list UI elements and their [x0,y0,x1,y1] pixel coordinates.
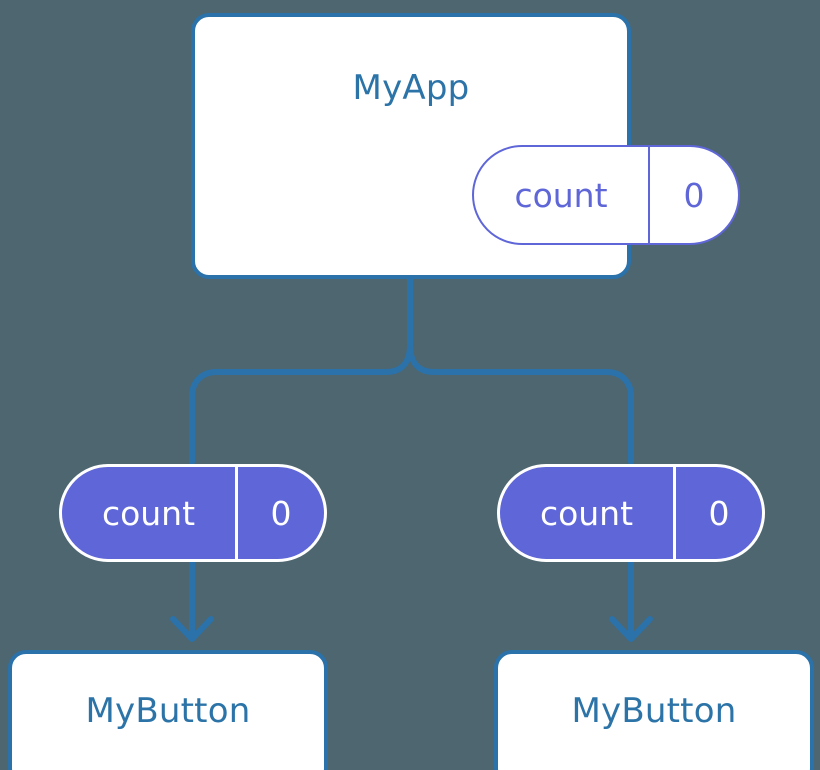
state-pill-child-left[interactable]: count 0 [59,464,327,562]
state-key-label: count [539,493,634,533]
arrow-head-left-icon [170,616,214,642]
state-value-label: 0 [235,467,324,559]
state-value-label: 0 [673,467,762,559]
component-label-mybutton: MyButton [85,691,251,731]
state-pill-child-right[interactable]: count 0 [497,464,765,562]
component-node-mybutton-left[interactable]: MyButton [8,650,328,770]
branch-line-left [189,342,413,465]
state-pill-myapp[interactable]: count 0 [472,145,740,245]
branch-line-right [407,342,634,465]
state-key-label: count [514,175,608,215]
component-node-myapp[interactable]: MyApp count 0 [191,13,740,279]
state-value-label: 0 [648,147,738,243]
component-node-mybutton-right[interactable]: MyButton [494,650,814,770]
component-label-myapp: MyApp [352,68,470,108]
state-key-label: count [101,493,196,533]
arrow-head-right-icon [609,616,653,642]
component-label-mybutton: MyButton [571,691,737,731]
